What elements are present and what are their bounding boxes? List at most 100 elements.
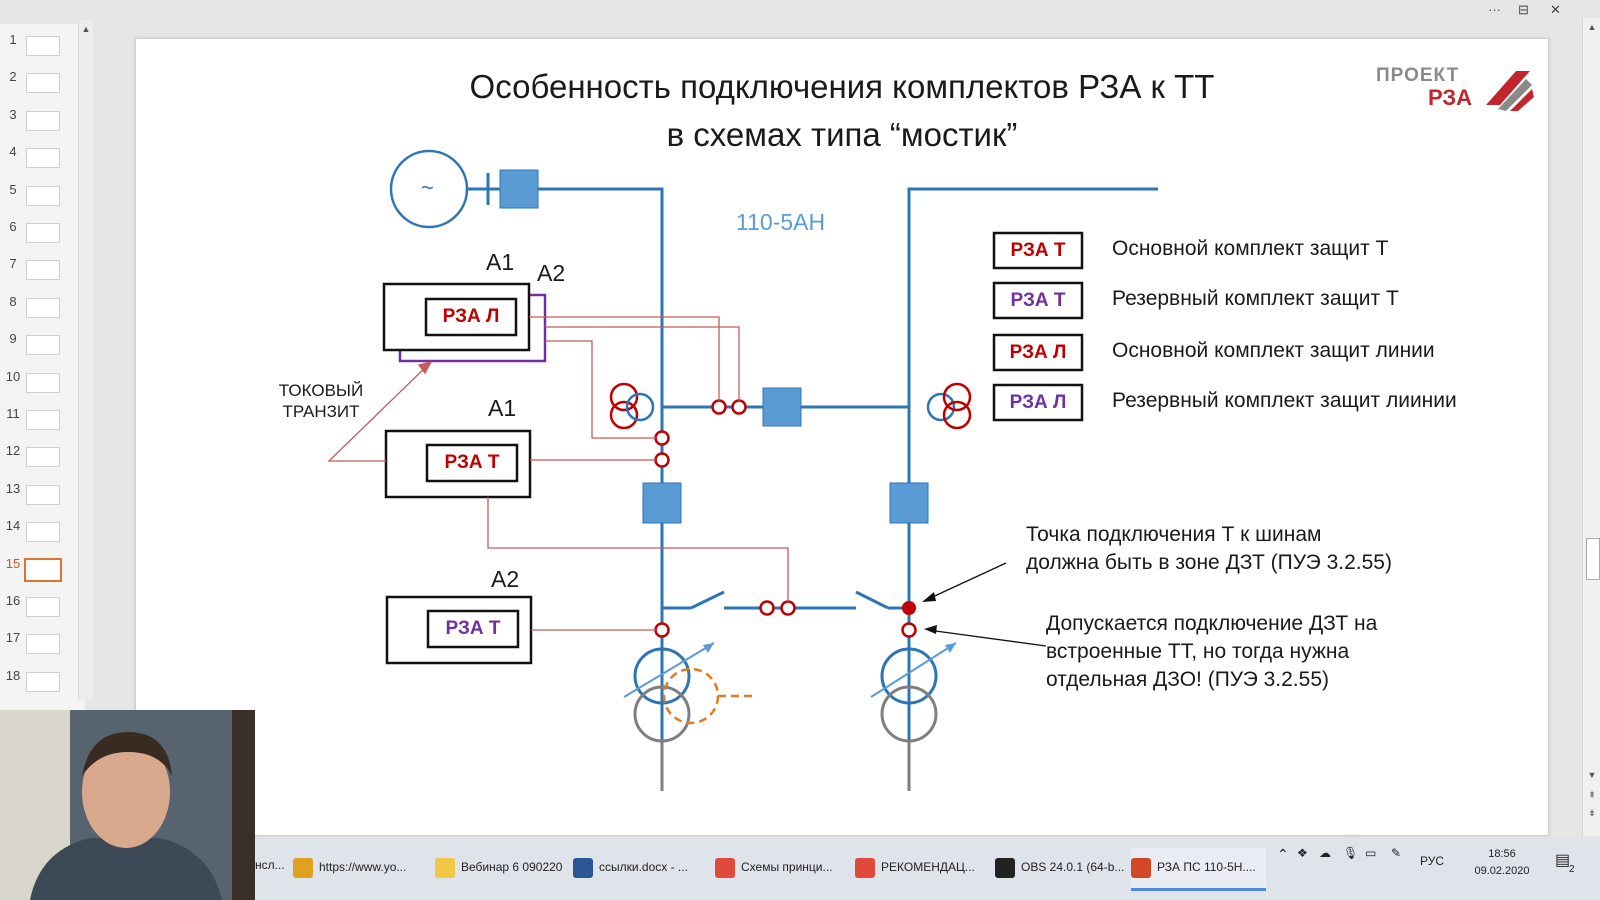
legend-box-label: РЗА Т (1010, 240, 1066, 261)
slide-thumbnail[interactable]: 2 (0, 69, 85, 97)
slide-preview (26, 223, 60, 243)
more-options-icon[interactable]: ··· (1488, 2, 1501, 17)
taskbar-item[interactable]: OBS 24.0.1 (64-b... (995, 848, 1125, 888)
generator (389, 149, 502, 229)
current-transit-label: ТОКОВЫЙ ТРАНЗИТ (278, 381, 364, 421)
taskbar-item-label: РЕКОМЕНДАЦ... (881, 860, 975, 874)
slide-thumbnail[interactable]: 18 (0, 668, 85, 696)
taskbar-item-label: https://www.yo... (319, 860, 407, 874)
legend-description: Резервный комплект защит Т (1112, 287, 1399, 310)
slide-thumbnail[interactable]: 11 (0, 406, 85, 434)
slide-preview (26, 36, 60, 56)
slide-thumbnail[interactable]: 7 (0, 256, 85, 284)
clock-date: 09.02.2020 (1474, 865, 1530, 877)
tray-chevron-icon[interactable]: ⌃ (1277, 846, 1289, 862)
voltage-label: 110-5АН (736, 209, 826, 235)
dropbox-icon[interactable]: ❖ (1297, 846, 1308, 860)
taskbar-item[interactable]: РЕКОМЕНДАЦ... (855, 848, 988, 888)
battery-icon[interactable]: ▭ (1365, 846, 1377, 860)
slide-number: 1 (9, 32, 17, 47)
slide-thumbnail[interactable]: 15 (0, 556, 85, 584)
generator-symbol: ~ (421, 175, 434, 200)
slide-scrollbar[interactable]: ▲ ▼ ⇞ ⇟ (1582, 18, 1600, 836)
breaker-left-bus (642, 482, 682, 524)
slide-preview (26, 484, 60, 505)
legend-boxes (992, 231, 1084, 422)
label-a1-top: А1 (486, 249, 515, 275)
taskbar-item-label: OBS 24.0.1 (64-b... (1021, 860, 1125, 874)
microphone-icon[interactable]: 🎙 (1343, 846, 1359, 860)
taskbar-item-label: нсл... (255, 857, 285, 872)
circuit-diagram (327, 149, 1158, 791)
slide-number: 17 (5, 630, 21, 646)
close-icon[interactable]: ✕ (1550, 2, 1561, 17)
taskbar-item[interactable]: ссылки.docx - ... (573, 848, 708, 888)
slide-thumbnail[interactable]: 10 (0, 369, 85, 397)
slide-preview (26, 372, 60, 393)
taskbar-item[interactable]: нсл... (255, 848, 285, 888)
taskbar-item-label: ссылки.docx - ... (599, 860, 688, 874)
scroll-down-icon[interactable]: ▼ (1587, 770, 1597, 780)
slide-thumbnail[interactable]: 9 (0, 331, 85, 359)
relay-rza-t-main-inner (425, 443, 519, 483)
breaker-generator (499, 169, 539, 209)
slide-thumbnail[interactable]: 13 (0, 481, 85, 509)
pdf-icon (715, 858, 735, 878)
slide-thumbnail[interactable]: 4 (0, 144, 85, 172)
scroll-up-icon[interactable]: ▲ (81, 24, 91, 34)
voltage-transformer-right (926, 382, 972, 430)
restore-icon[interactable]: ⊟ (1518, 2, 1529, 17)
legend-description: Резервный комплект защит лиинии (1112, 389, 1457, 412)
logo-text-1: ПРОЕКТ (1376, 65, 1460, 86)
taskbar-item[interactable]: РЗА ПС 110-5Н.... (1131, 848, 1266, 891)
slide-preview (26, 447, 60, 468)
slide-thumbnail[interactable]: 17 (0, 630, 85, 658)
notifications-count: 2 (1569, 864, 1575, 875)
slide-title: Особенность подключения комплектов РЗА к… (136, 63, 1548, 159)
slide-thumbnail[interactable]: 12 (0, 443, 85, 471)
chrome-icon (293, 858, 313, 878)
onedrive-icon[interactable]: ☁ (1319, 846, 1331, 860)
slide-preview (26, 260, 60, 281)
slide-thumbnail[interactable]: 8 (0, 294, 85, 322)
relay-rza-l-inner (424, 297, 518, 337)
clock[interactable]: 18:56 09.02.2020 (1467, 846, 1537, 880)
pen-icon[interactable]: ✎ (1391, 846, 1402, 860)
language-indicator[interactable]: РУС (1420, 854, 1445, 868)
breaker-bridge (762, 387, 802, 427)
rza-t-res-label: РЗА Т (445, 618, 501, 639)
scroll-up-icon[interactable]: ▲ (1587, 22, 1597, 32)
taskbar-item[interactable]: https://www.yo... (293, 848, 428, 888)
voltage-transformer-left (609, 382, 655, 430)
secondary-wiring (327, 316, 789, 631)
slide-number: 2 (9, 69, 17, 85)
slide-thumbnail[interactable]: 3 (0, 107, 85, 135)
scrollbar-thumb[interactable] (1586, 538, 1600, 580)
slide-thumbnail[interactable]: 14 (0, 518, 85, 546)
taskbar-item[interactable]: Вебинар 6 090220 (435, 848, 567, 888)
logo: ПРОЕКТ РЗА (1376, 63, 1536, 123)
slide-preview (26, 671, 60, 692)
slide-number: 12 (5, 443, 21, 459)
taskbar: ⌃ ❖ ☁ 🎙 ▭ ✎ РУС 18:56 09.02.2020 ▤ 2 нсл… (255, 838, 1600, 900)
title-line-2: в схемах типа “мостик” (666, 116, 1018, 153)
slide-thumbnail[interactable]: 16 (0, 593, 85, 621)
obs-icon (995, 858, 1015, 878)
thumbnails-scrollbar[interactable]: ▲ (78, 20, 93, 700)
next-slide-icon[interactable]: ⇟ (1588, 808, 1596, 818)
legend-box-label: РЗА Т (1010, 290, 1066, 311)
slide-thumbnail[interactable]: 1 (0, 32, 85, 60)
slide-preview (26, 634, 60, 655)
slide-preview (26, 185, 60, 206)
slide-number: 13 (5, 480, 21, 496)
logo-text-2: РЗА (1428, 85, 1473, 110)
slide-thumbnail[interactable]: 6 (0, 219, 85, 247)
slide-preview (26, 73, 60, 94)
notifications-icon[interactable]: ▤ (1555, 852, 1571, 869)
note-arrows (922, 562, 1047, 647)
legend-box-label: РЗА Л (1009, 342, 1067, 363)
taskbar-item[interactable]: Схемы принци... (715, 848, 848, 888)
slide-thumbnail[interactable]: 5 (0, 182, 85, 210)
previous-slide-icon[interactable]: ⇞ (1588, 790, 1596, 800)
label-a2-bottom: А2 (491, 566, 520, 592)
